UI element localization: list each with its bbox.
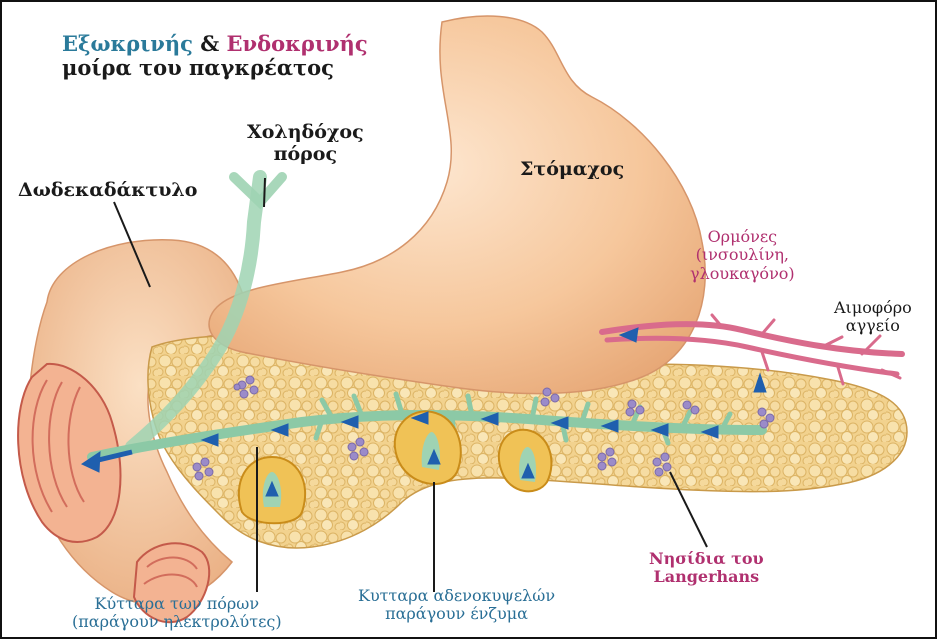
bile-duct-label-line2: πόρος <box>274 143 337 165</box>
blood-vessel-label-line2: αγγείο <box>846 316 900 335</box>
title-line2: μοίρα του παγκρέατος <box>62 55 334 80</box>
duodenum-label: Δωδεκαδάκτυλο <box>18 180 197 202</box>
duct-cells-label: Κύτταρα των πόρων (παράγουν ηλεκτρολύτες… <box>72 595 282 632</box>
hormones-label-line2: (ινσουλίνη, <box>696 245 789 264</box>
stomach-label: Στόμαχος <box>520 159 624 181</box>
islets-label-line2: Langerhans <box>653 567 759 586</box>
title-amp: & <box>193 31 227 56</box>
bile-duct-label-line1: Χοληδόχος <box>247 121 364 143</box>
hormones-label-line1: Ορμόνες <box>708 227 778 246</box>
title-endocrine: Ενδοκρινής <box>227 31 368 56</box>
hormones-label: Ορμόνες (ινσουλίνη, γλουκαγόνο) <box>690 228 795 283</box>
diagram-title: Εξωκρινής & Ενδοκρινής μοίρα του παγκρέα… <box>62 32 368 80</box>
islets-label-line1: Νησίδια του <box>649 549 764 568</box>
blood-vessel-label-line1: Αιμοφόρο <box>834 298 912 317</box>
acinar-cells-label: Κυτταρα αδενοκυψελών παράγουν ένζυμα <box>358 587 555 624</box>
duct-cells-label-line1: Κύτταρα των πόρων <box>95 594 260 613</box>
acinar-cells-label-line1: Κυτταρα αδενοκυψελών <box>358 586 555 605</box>
acinar-cells-label-line2: παράγουν ένζυμα <box>385 604 528 623</box>
duct-cells-label-line2: (παράγουν ηλεκτρολύτες) <box>72 612 282 631</box>
blood-vessel-label: Αιμοφόρο αγγείο <box>834 299 912 336</box>
title-exocrine: Εξωκρινής <box>62 31 193 56</box>
hormones-label-line3: γλουκαγόνο) <box>690 264 795 283</box>
bile-duct-label: Χοληδόχος πόρος <box>247 122 364 166</box>
islets-label: Νησίδια του Langerhans <box>649 550 764 587</box>
